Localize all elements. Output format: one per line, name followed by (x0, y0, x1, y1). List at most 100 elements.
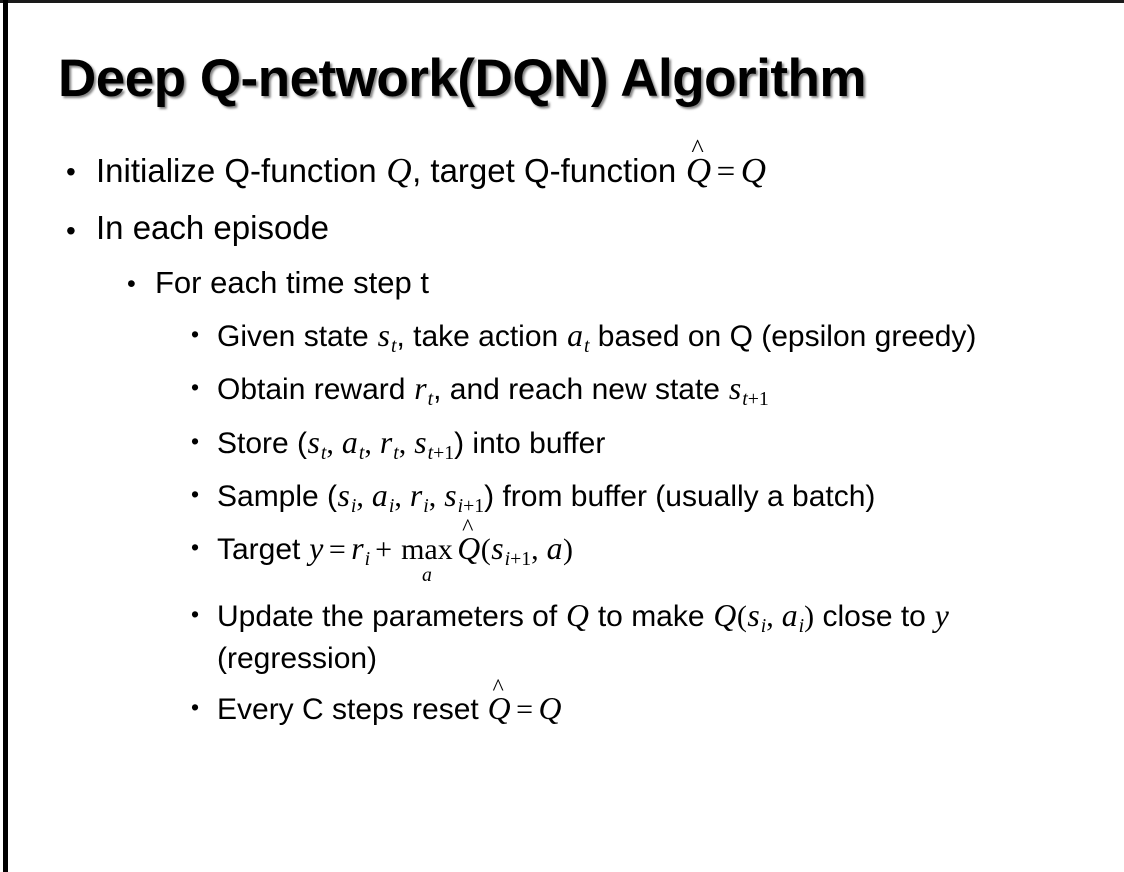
text-obtain-p1: Obtain reward (217, 373, 414, 407)
text-given-p1: Given state (217, 320, 378, 354)
math-s-next-subscript: t+1 (427, 441, 455, 464)
math-a: a (781, 598, 798, 634)
text-comma-3: , (398, 426, 414, 460)
text-update-p2: to make (589, 600, 713, 634)
text-comma-2: , (364, 426, 380, 460)
math-r: r (351, 531, 364, 567)
math-q-variable: Q (566, 598, 589, 634)
text-given-p2: , take action (396, 320, 567, 354)
list-item-sample: • Sample (si, ai, ri, si+1) from buffer … (0, 475, 1124, 519)
bullet-dot-icon: • (66, 156, 76, 187)
math-s-subscript: i (350, 494, 357, 517)
math-s: s (728, 371, 742, 407)
math-hat-accent-icon: ^ (462, 515, 474, 542)
list-item-text: Every C steps reset ^Q=Q (217, 676, 1100, 730)
math-s-next: s (414, 424, 427, 460)
math-a-subscript: t (358, 441, 365, 464)
math-equals: = (716, 154, 736, 190)
math-a: a (567, 318, 583, 354)
math-hat-accent-icon: ^ (691, 132, 704, 163)
math-s-subscript: t+1 (742, 388, 769, 410)
list-item-text: In each episode (96, 208, 330, 246)
list-item-episode: • In each episode (0, 207, 1124, 250)
math-max-label: max (401, 533, 453, 567)
list-item-text: Store (st, at, rt, st+1) into buffer (217, 422, 1100, 466)
text-update-p4: (regression) (217, 642, 378, 676)
list-item-store: • Store (st, at, rt, st+1) into buffer (0, 422, 1124, 466)
math-q-function: Q (713, 598, 737, 634)
text-target-p1: Target (217, 533, 309, 567)
math-r-subscript: i (423, 494, 429, 517)
bullet-dot-icon: • (191, 694, 200, 721)
bullet-dot-icon: • (191, 374, 200, 401)
math-s: s (747, 598, 760, 634)
math-y: y (934, 598, 949, 634)
math-s-subscript: i+1 (504, 548, 532, 570)
math-r-subscript: t (427, 388, 434, 411)
text-given-p3: based on Q (epsilon greedy) (589, 320, 977, 354)
text-comma-2: , (394, 479, 410, 513)
math-q-hat: Q (685, 151, 712, 190)
math-s: s (337, 477, 350, 513)
bullet-dot-icon: • (191, 321, 200, 348)
math-s-next-subscript-var: i (457, 494, 464, 517)
math-a: a (371, 477, 388, 513)
math-s-next-subscript: i+1 (457, 494, 485, 517)
bullet-dot-icon: • (191, 480, 200, 507)
math-q-variable-2: Q (740, 151, 767, 190)
math-s-subscript: t (320, 441, 327, 464)
list-item-timestep: • For each time step t (0, 263, 1124, 303)
math-s: s (491, 531, 504, 567)
slide-left-border (3, 0, 8, 872)
list-item-obtain-reward: • Obtain reward rt, and reach new state … (0, 368, 1124, 412)
math-equals: = (328, 533, 346, 567)
list-item-initialize: • Initialize Q-function Q, target Q-func… (0, 134, 1124, 194)
list-item-text: Initialize Q-function Q, target Q-functi… (96, 134, 1124, 194)
math-q-variable: Q (538, 691, 562, 727)
math-s-next-subscript-var: t (427, 441, 434, 464)
text-comma-1: , (356, 479, 372, 513)
math-paren-open: ( (736, 600, 747, 634)
list-item-text: Given state st, take action at based on … (217, 315, 1100, 359)
text-update-p1: Update the parameters of (217, 600, 566, 634)
text-comma-1: , (326, 426, 342, 460)
math-r: r (414, 371, 427, 407)
math-s: s (377, 318, 390, 354)
math-s: s (307, 424, 320, 460)
math-a: a (546, 531, 563, 567)
page-title: Deep Q-network(DQN) Algorithm (58, 49, 866, 108)
bullet-dot-icon: • (191, 601, 200, 628)
math-a: a (341, 424, 358, 460)
slide-top-border (0, 0, 1124, 3)
text-sample-p1: Sample ( (217, 479, 338, 513)
math-paren-open: ( (480, 533, 491, 567)
math-a-subscript: i (798, 615, 805, 638)
text-initialize-mid: , target Q-function (412, 152, 686, 189)
text-comma-3: , (428, 479, 444, 513)
math-r-subscript: i (364, 548, 371, 571)
bullet-dot-icon: • (127, 269, 136, 298)
math-paren-close: ) (804, 600, 815, 634)
math-r: r (379, 424, 393, 460)
math-s-next: s (444, 477, 457, 513)
math-hat-accent-icon: ^ (492, 675, 504, 702)
list-item-text: For each time step t (155, 264, 429, 300)
text-store-p2: ) into buffer (454, 426, 606, 460)
math-paren-close: ) (563, 533, 574, 567)
text-update-p3: close to (814, 600, 935, 634)
math-a-subscript: i (388, 494, 395, 517)
math-r-subscript: t (393, 441, 399, 464)
text-initialize-prefix: Initialize Q-function (96, 152, 386, 189)
list-item-text: Update the parameters of Q to make Q(si,… (217, 595, 1100, 679)
math-s-subscript-var: t (742, 388, 748, 411)
math-a-subscript: t (583, 335, 590, 358)
math-equals: = (516, 693, 533, 727)
math-max-subscript: a (421, 564, 432, 587)
list-item-reset: • Every C steps reset ^Q=Q (0, 676, 1124, 730)
bullet-dot-icon: • (191, 427, 200, 454)
bullet-dot-icon: • (191, 534, 200, 561)
math-s-subscript: t (390, 335, 397, 358)
math-q-variable: Q (386, 151, 412, 190)
